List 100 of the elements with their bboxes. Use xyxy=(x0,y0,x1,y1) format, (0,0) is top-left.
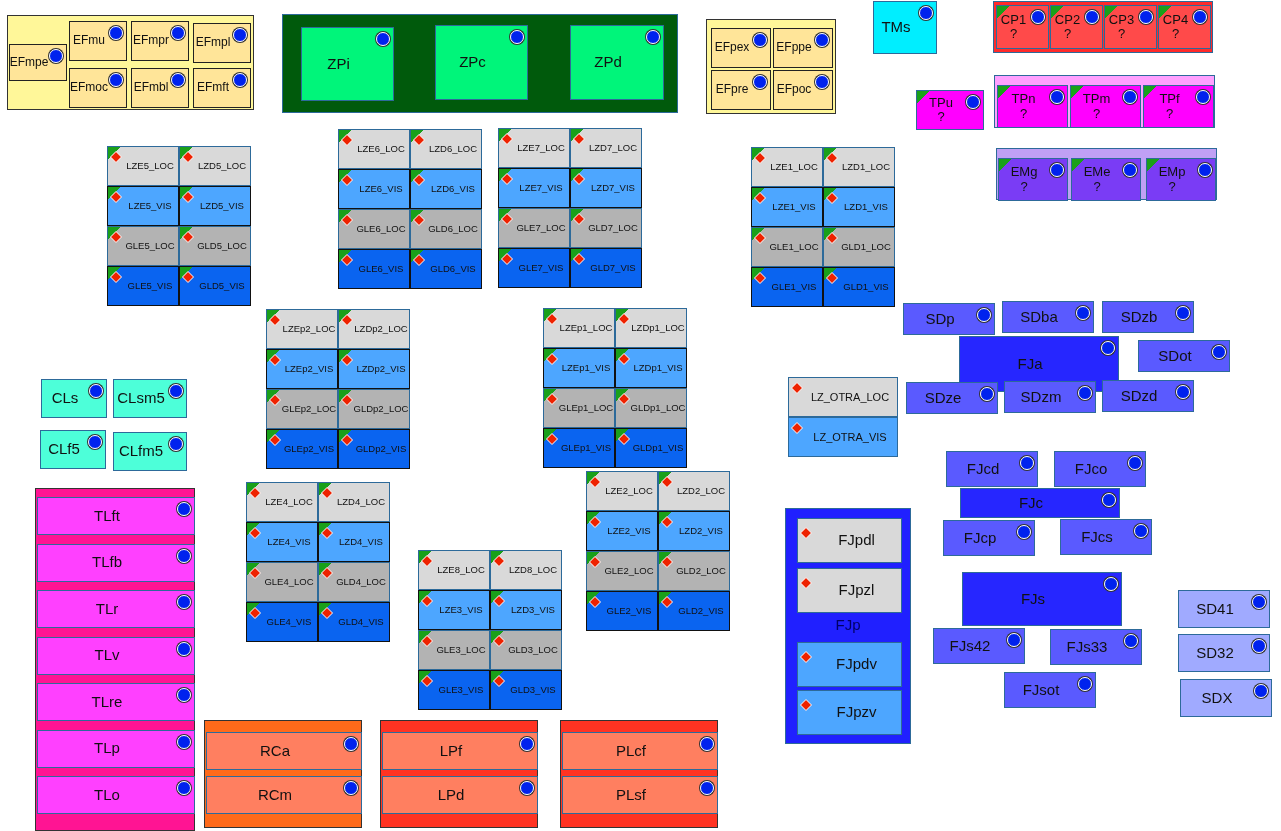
tile-label: LZD4_LOC xyxy=(336,496,386,508)
indicator-tile xyxy=(206,732,362,770)
status-text: ? xyxy=(1063,27,1072,42)
tile-label: SDzb xyxy=(1120,308,1158,326)
indicator-tile xyxy=(586,511,658,551)
tile-label: TLr xyxy=(95,600,119,618)
tile-label: EFpex xyxy=(714,41,750,55)
indicator-tile xyxy=(1146,158,1216,201)
tile-label: SD32 xyxy=(1196,644,1234,662)
tile-label: LZDp1_VIS xyxy=(633,362,683,374)
tile-label: EFmoc xyxy=(70,81,108,95)
tile-label: GLE3_LOC xyxy=(436,644,486,656)
tile-label: GLDp2_VIS xyxy=(355,443,407,455)
tile-label: FJpdl xyxy=(838,532,875,549)
indicator-tile xyxy=(658,471,730,511)
indicator-tile xyxy=(751,267,823,307)
indicator-tile xyxy=(318,562,390,602)
tile-label: FJs xyxy=(1020,590,1046,608)
tile-label: CP1 xyxy=(1000,12,1027,27)
tile-label: GLD7_VIS xyxy=(590,262,636,274)
tile-label: TLft xyxy=(94,507,120,525)
indicator-tile xyxy=(906,382,998,414)
indicator-tile xyxy=(179,226,251,266)
indicator-tile xyxy=(797,568,902,613)
tile-label: FJp xyxy=(834,617,862,634)
indicator-tile xyxy=(570,128,642,168)
indicator-tile xyxy=(788,417,898,457)
tile-label: PLsf xyxy=(616,786,646,804)
tile-label: LZEp2_VIS xyxy=(284,363,334,375)
group-panel xyxy=(282,14,678,113)
tile-label: SD41 xyxy=(1196,600,1234,618)
tile-label: LZE5_VIS xyxy=(128,200,172,212)
tile-label: LZE2_LOC xyxy=(605,485,653,497)
tile-label: LZE6_VIS xyxy=(359,183,403,195)
tile-label: LZD7_VIS xyxy=(591,182,635,194)
indicator-tile xyxy=(498,128,570,168)
indicator-tile xyxy=(179,186,251,226)
tile-label: CLs xyxy=(51,390,79,407)
indicator-tile xyxy=(1070,85,1141,128)
tile-label: LZD5_VIS xyxy=(200,200,244,212)
indicator-tile xyxy=(131,21,189,61)
indicator-tile xyxy=(996,5,1049,49)
tile-label: EMg xyxy=(1010,165,1038,180)
tile-label: GLE1_LOC xyxy=(769,241,819,253)
indicator-tile xyxy=(490,550,562,590)
tile-label: CLfm5 xyxy=(118,443,164,460)
indicator-tile xyxy=(903,303,995,335)
indicator-tile xyxy=(751,227,823,267)
indicator-tile xyxy=(318,522,390,562)
indicator-tile xyxy=(193,68,251,108)
tile-label: LZE4_VIS xyxy=(267,536,311,548)
indicator-tile xyxy=(113,379,187,418)
group-panel xyxy=(7,15,254,110)
tile-label: EFmpr xyxy=(133,34,169,48)
indicator-tile xyxy=(543,308,615,348)
indicator-tile xyxy=(615,308,687,348)
tile-label: FJcs xyxy=(1081,528,1113,546)
tile-label: CP2 xyxy=(1054,12,1081,27)
tile-label: GLD2_LOC xyxy=(676,565,726,577)
indicator-tile xyxy=(131,68,189,108)
indicator-tile xyxy=(1104,5,1157,49)
tile-label: CLsm5 xyxy=(117,390,165,407)
tile-label: RCa xyxy=(260,742,290,760)
tile-label: LZE2_VIS xyxy=(607,525,651,537)
indicator-tile xyxy=(301,27,394,101)
indicator-tile xyxy=(37,683,195,721)
tile-label: EFppe xyxy=(776,41,812,55)
status-text: ? xyxy=(1171,27,1180,42)
tile-label: LZEp1_VIS xyxy=(561,362,611,374)
tile-label: EMp xyxy=(1158,165,1186,180)
tile-label: GLE7_LOC xyxy=(516,222,566,234)
tile-label: EFmpe xyxy=(9,55,49,70)
indicator-tile xyxy=(338,389,410,429)
tile-label: GLE3_VIS xyxy=(438,684,484,696)
status-text: ? xyxy=(1168,179,1176,194)
indicator-tile xyxy=(823,267,895,307)
tile-label: TLp xyxy=(94,740,120,757)
group-panel xyxy=(706,19,836,114)
tile-label: LZD6_VIS xyxy=(431,183,475,195)
tile-label: LZE1_LOC xyxy=(770,161,818,173)
tile-label: LZE1_VIS xyxy=(772,201,816,213)
indicator-tile xyxy=(246,562,318,602)
tile-label: LZD2_VIS xyxy=(679,525,723,537)
indicator-tile xyxy=(962,572,1122,626)
indicator-tile xyxy=(418,590,490,630)
tile-label: GLD6_VIS xyxy=(430,263,476,275)
indicator-tile xyxy=(266,429,338,469)
status-text: ? xyxy=(1009,27,1018,42)
indicator-tile xyxy=(40,430,106,469)
tile-label: GLE4_VIS xyxy=(266,616,312,628)
indicator-tile xyxy=(562,776,718,814)
indicator-tile xyxy=(1004,381,1096,413)
indicator-tile xyxy=(1180,679,1272,717)
group-panel xyxy=(35,488,195,831)
tile-label: LPd xyxy=(437,786,465,804)
tile-label: GLD3_VIS xyxy=(510,684,556,696)
indicator-tile xyxy=(179,146,251,186)
indicator-tile xyxy=(823,227,895,267)
indicator-tile xyxy=(773,70,833,110)
indicator-tile xyxy=(498,168,570,208)
